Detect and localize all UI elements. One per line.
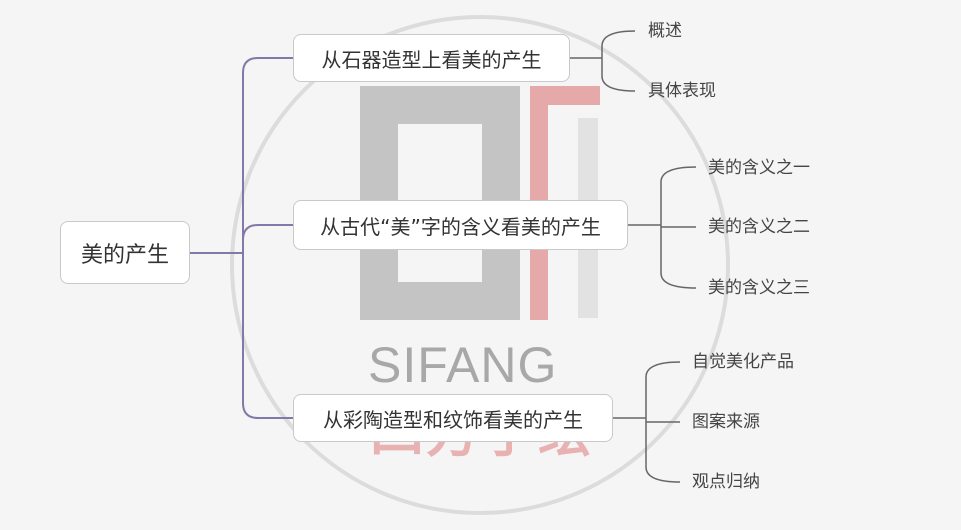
leaf-concrete-manifestation[interactable]: 具体表现 bbox=[648, 81, 716, 101]
branch-node-stone-tools[interactable]: 从石器造型上看美的产生 bbox=[293, 34, 570, 82]
leaf-meaning-three[interactable]: 美的含义之三 bbox=[708, 278, 810, 298]
root-node[interactable]: 美的产生 bbox=[60, 221, 190, 284]
leaf-meaning-one[interactable]: 美的含义之一 bbox=[708, 158, 810, 178]
trunk bbox=[242, 57, 293, 419]
leaf-meaning-two[interactable]: 美的含义之二 bbox=[708, 217, 810, 237]
branch-node-ancient-character[interactable]: 从古代“美”字的含义看美的产生 bbox=[293, 200, 628, 250]
watermark-red-logo bbox=[530, 86, 600, 320]
watermark-text-latin: SIFANG bbox=[368, 337, 558, 393]
branch-connectors bbox=[570, 30, 697, 483]
leaf-overview[interactable]: 概述 bbox=[648, 21, 682, 41]
trunk-to-branch-2 bbox=[242, 224, 293, 241]
branch-node-painted-pottery[interactable]: 从彩陶造型和纹饰看美的产生 bbox=[293, 394, 613, 442]
leaf-pattern-source[interactable]: 图案来源 bbox=[692, 412, 760, 432]
leaf-conscious-beautification[interactable]: 自觉美化产品 bbox=[692, 352, 794, 372]
root-connectors bbox=[190, 57, 293, 419]
leaf-viewpoint-summary[interactable]: 观点归纳 bbox=[692, 472, 760, 492]
watermark-circle bbox=[230, 15, 730, 515]
branch-1-bracket bbox=[601, 30, 636, 92]
